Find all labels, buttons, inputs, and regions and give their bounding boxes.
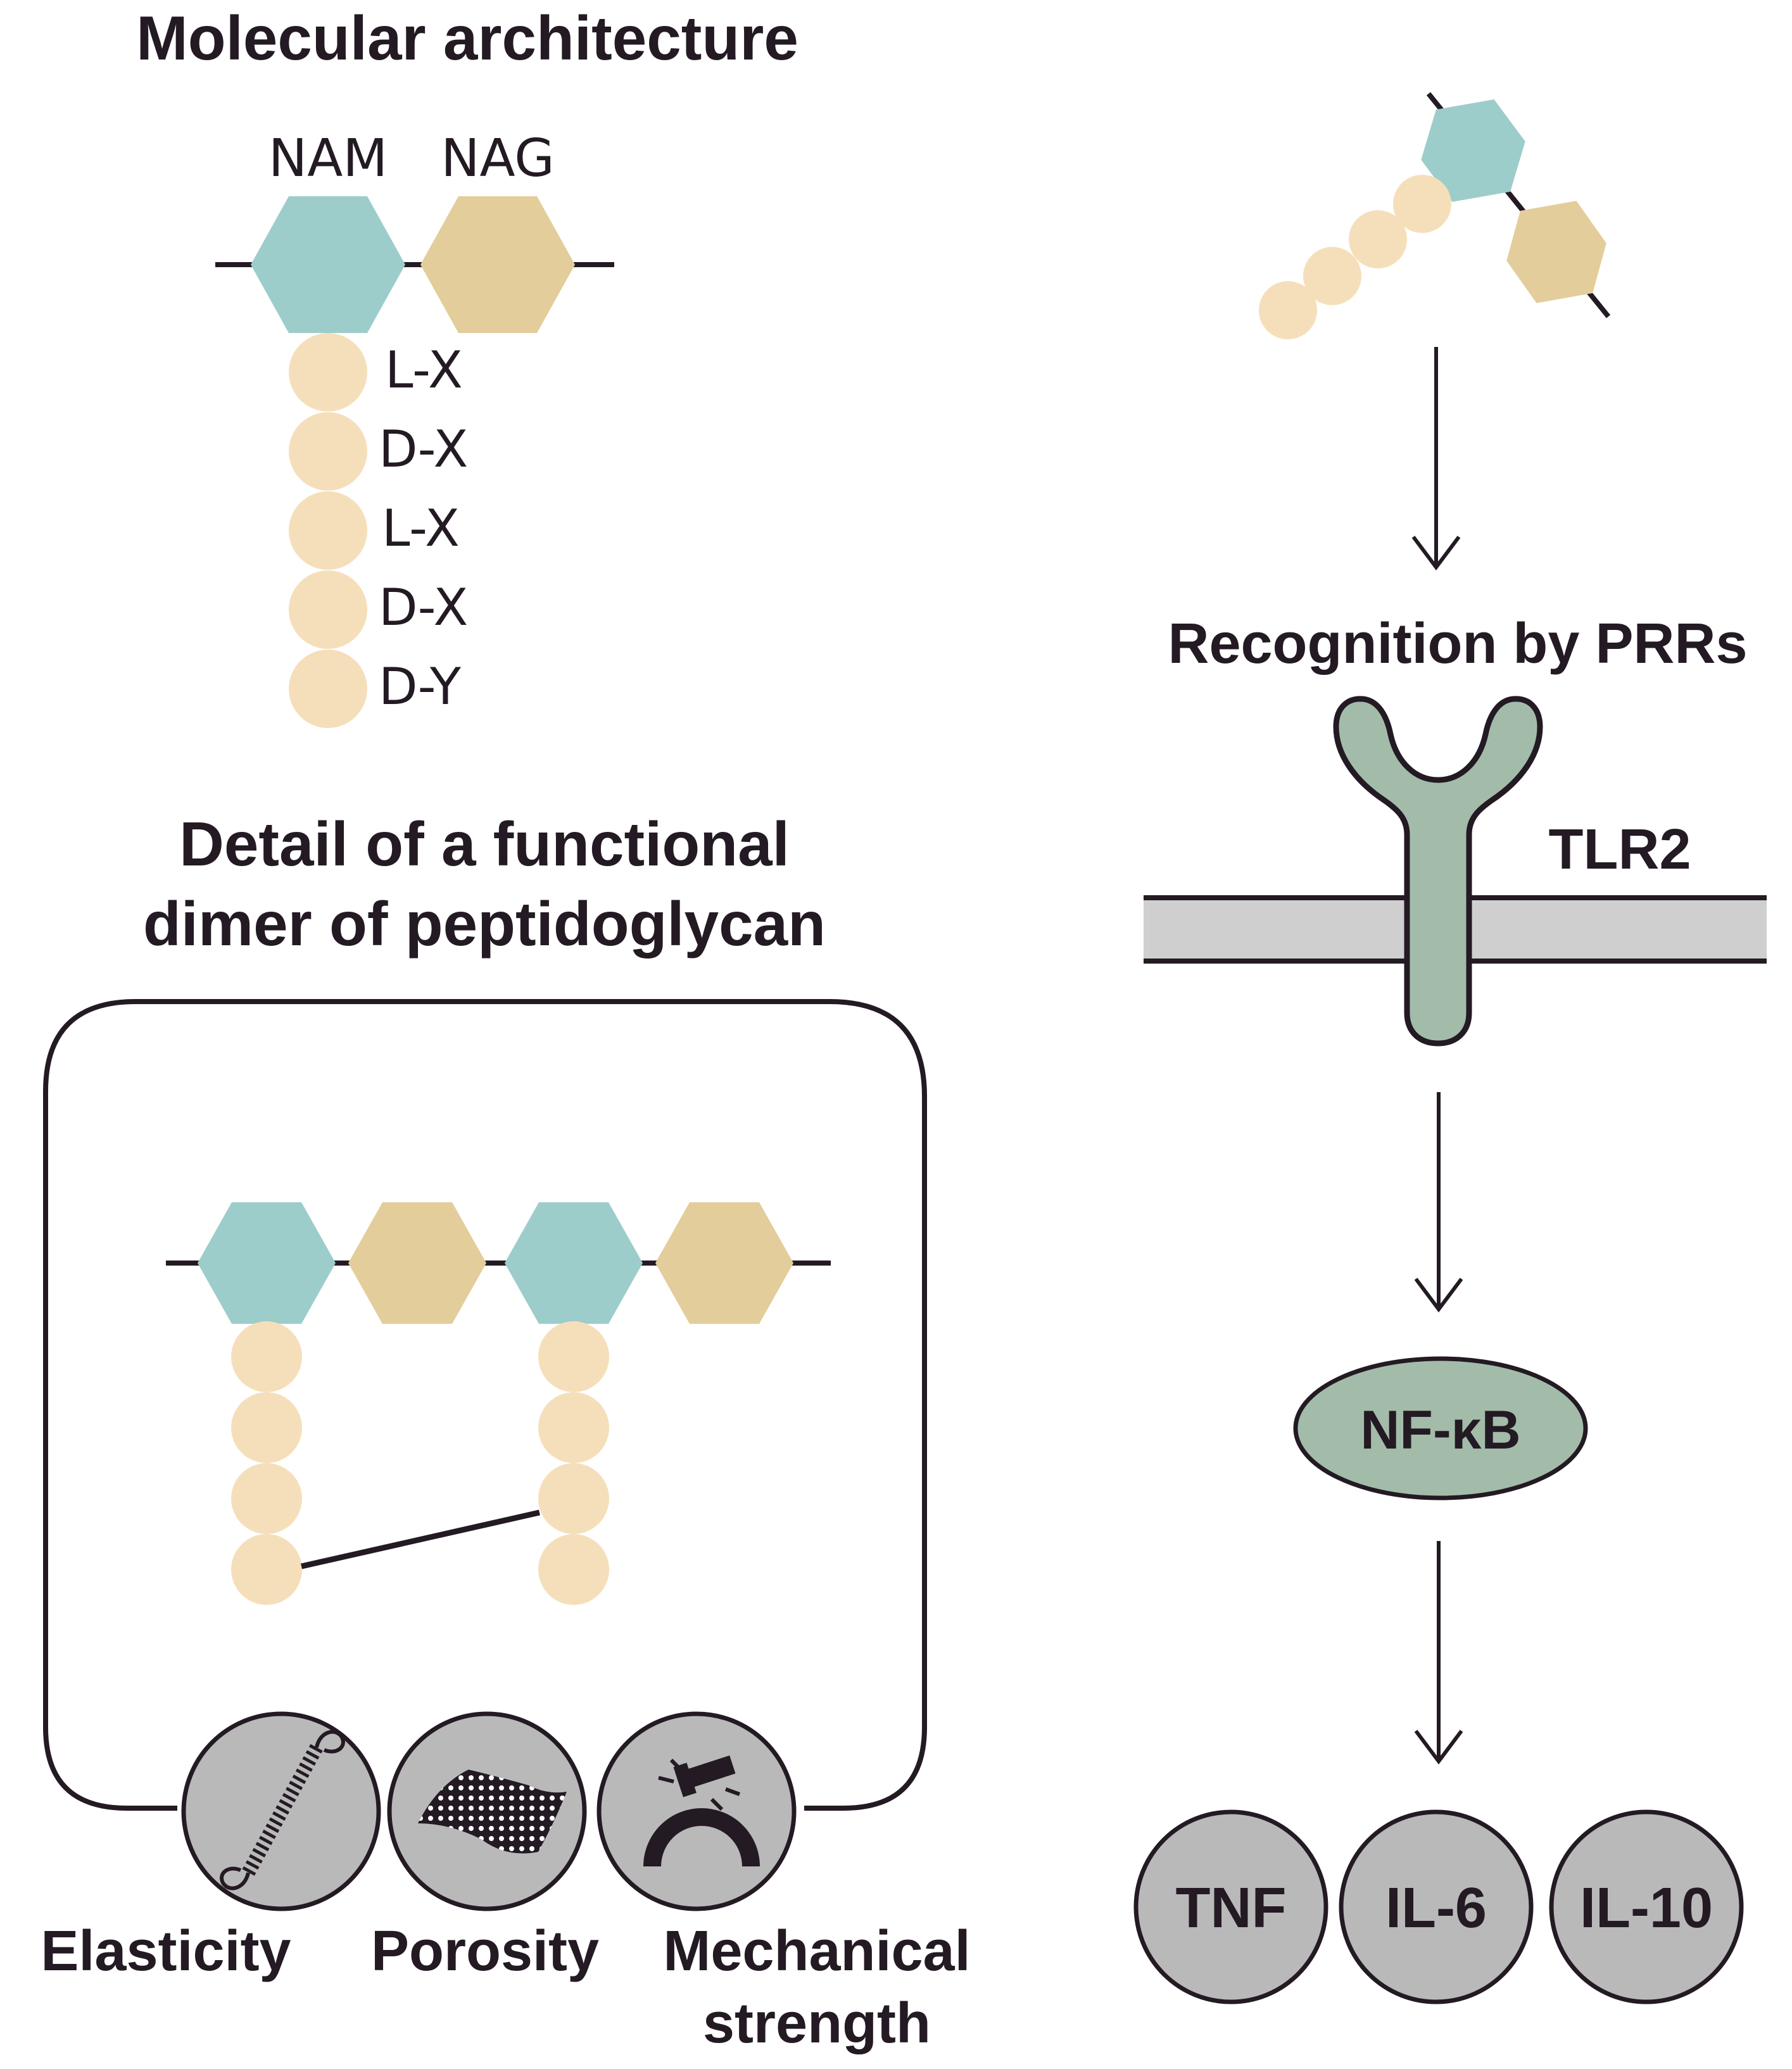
peptide-stem-left <box>231 1321 302 1605</box>
amino-acid-bead <box>538 1392 609 1463</box>
cytokine-label: IL-6 <box>1385 1877 1487 1940</box>
amino-acid-bead <box>289 491 367 570</box>
amino-acid-bead <box>289 650 367 728</box>
nam-hexagon <box>505 1202 643 1324</box>
nam-hexagon <box>198 1202 336 1324</box>
porosity-label: Porosity <box>371 1920 599 1983</box>
peptide-label: L-X <box>382 499 460 558</box>
amino-acid-bead <box>289 412 367 491</box>
il6-circle <box>1339 1809 1534 2004</box>
molecular-architecture-title: Molecular architecture <box>136 3 798 73</box>
arrow-down-icon <box>1411 347 1461 570</box>
cytokine-label: TNF <box>1176 1877 1287 1940</box>
peptide-label: D-X <box>379 578 468 637</box>
mechanical-label-line1: Mechanical <box>663 1920 970 1983</box>
nag-hexagon <box>420 196 575 333</box>
porosity-icon <box>387 1711 587 1911</box>
mechanical-label-line2: strength <box>703 1992 931 2055</box>
nam-label: NAM <box>268 129 388 189</box>
elasticity-label: Elasticity <box>41 1920 291 1983</box>
amino-acid-bead <box>231 1463 302 1534</box>
tlr2-label: TLR2 <box>1549 818 1691 881</box>
amino-acid-bead <box>231 1534 302 1605</box>
nfkb-ellipse <box>1293 1356 1588 1500</box>
peptide-crosslink <box>301 1509 540 1569</box>
mechanical-strength-icon <box>596 1711 797 1911</box>
cytokine-label: IL-10 <box>1580 1877 1713 1940</box>
tlr2-receptor-icon <box>1333 696 1543 1047</box>
amino-acid-bead <box>538 1463 609 1534</box>
nag-hexagon <box>348 1202 486 1324</box>
recognition-title: Recognition by PRRs <box>1168 612 1747 676</box>
tnf-circle <box>1133 1809 1328 2004</box>
nag-label: NAG <box>441 129 555 189</box>
amino-acid-bead <box>231 1392 302 1463</box>
nag-hexagon <box>655 1202 793 1324</box>
arrow-down-icon <box>1414 1092 1463 1312</box>
peptide-stem <box>289 333 367 728</box>
arrow-down-icon <box>1414 1541 1463 1764</box>
nfkb-label: NF-κB <box>1360 1400 1520 1461</box>
amino-acid-bead <box>289 333 367 412</box>
dimer-title-line1: Detail of a functional <box>179 809 790 879</box>
peptide-stem-right <box>538 1321 609 1605</box>
peptide-label: D-X <box>379 420 468 479</box>
amino-acid-bead <box>538 1534 609 1605</box>
peptide-label: L-X <box>385 341 463 399</box>
dimer-frame <box>43 999 927 1811</box>
elasticity-icon <box>181 1711 381 1911</box>
nam-hexagon <box>251 196 405 333</box>
amino-acid-bead <box>538 1321 609 1392</box>
peptidoglycan-fragment <box>1259 92 1611 339</box>
amino-acid-bead <box>289 570 367 649</box>
peptide-label: D-Y <box>379 657 462 716</box>
dimer-title-line2: dimer of peptidoglycan <box>143 889 826 959</box>
amino-acid-bead <box>231 1321 302 1392</box>
il10-circle <box>1549 1809 1744 2004</box>
